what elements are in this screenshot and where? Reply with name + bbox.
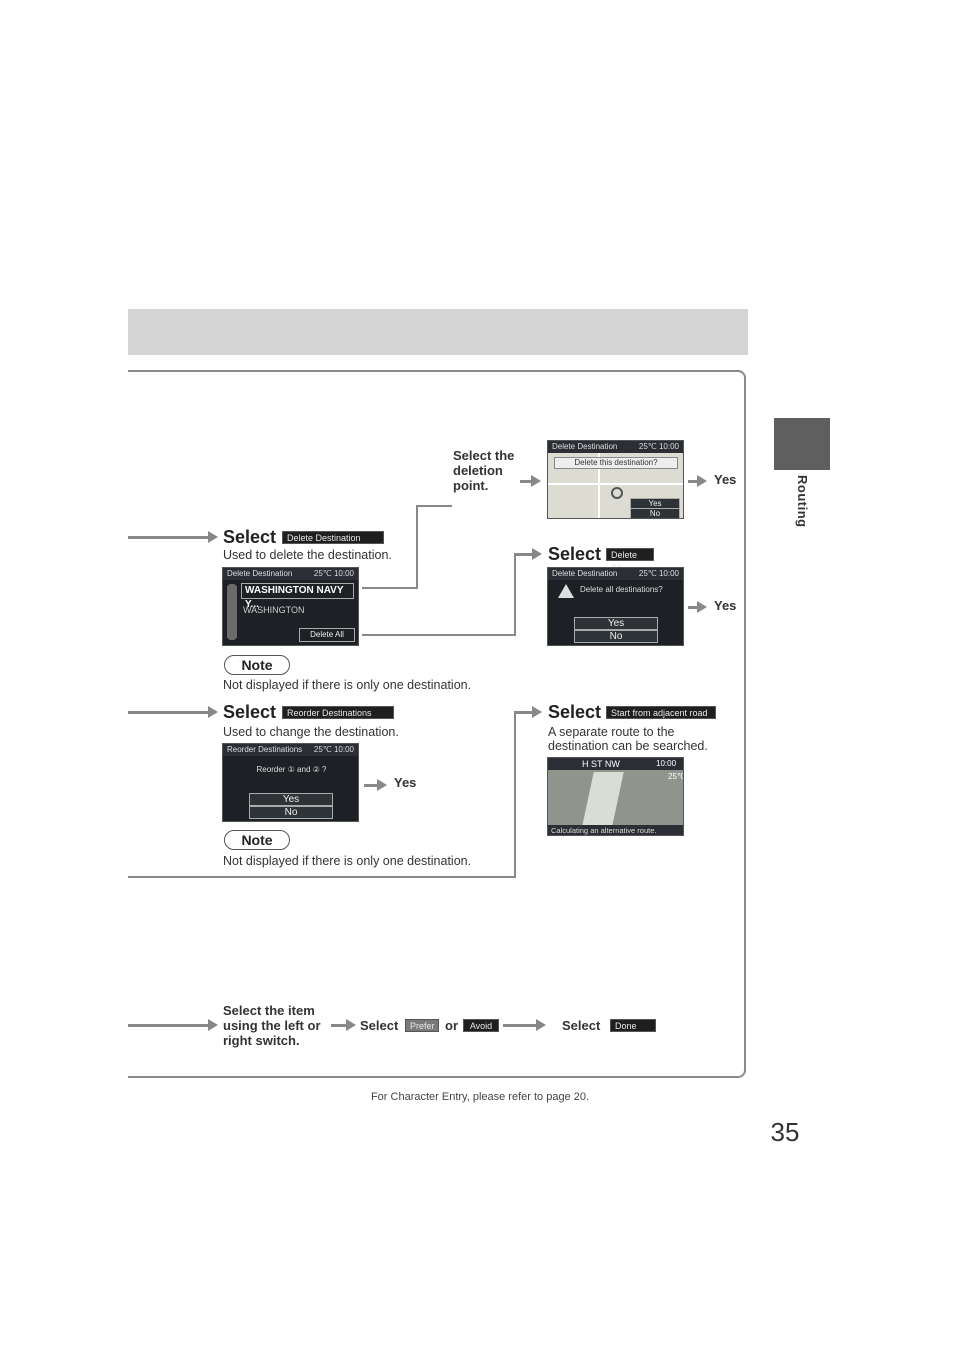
arrow-icon <box>208 1019 218 1031</box>
start-from-adjacent-road-button[interactable]: Start from adjacent road <box>606 706 716 719</box>
note-text: Not displayed if there is only one desti… <box>223 854 472 868</box>
content-panel <box>128 370 746 1078</box>
chapter-tab <box>774 418 830 470</box>
page-number: 35 <box>770 1117 800 1147</box>
alternative-route-screen: H ST NW 10:00 25℃ Calculating an alterna… <box>547 757 684 836</box>
status-message: Calculating an alternative route. <box>548 825 683 835</box>
temperature: 25℃ <box>668 772 683 781</box>
delete-destination-screen: Delete Destination 25℃ 10:00 WASHINGTON N… <box>222 567 359 646</box>
chapter-tab-label: Routing <box>795 475 810 528</box>
road <box>598 453 600 518</box>
or-label: or <box>445 1018 458 1033</box>
select-label: Select <box>223 527 277 547</box>
screen-time: 25℃ 10:00 <box>313 569 354 578</box>
screen-title: Delete Destination <box>552 442 618 451</box>
leader-line <box>514 711 534 714</box>
delete-this-destination-screen: Delete Destination 25℃ 10:00 Delete this … <box>547 440 684 519</box>
leader-line <box>688 606 698 609</box>
destination-pin-icon <box>611 487 623 499</box>
leader-line <box>331 1024 347 1027</box>
note-badge: Note <box>224 655 290 675</box>
leader-line <box>503 1024 537 1027</box>
status-bar <box>548 758 683 770</box>
delete-all-button[interactable]: Delete All <box>606 548 654 572</box>
select-label: Select <box>562 1018 601 1033</box>
no-button[interactable]: No <box>630 508 680 518</box>
connector-line <box>514 711 516 878</box>
connector-line <box>416 505 452 507</box>
destination-item-1[interactable]: WASHINGTON NAVY Y... <box>241 583 354 610</box>
leader-line <box>688 480 698 483</box>
arrow-icon <box>536 1019 546 1031</box>
leader-line <box>364 784 378 787</box>
screen-time: 25℃ 10:00 <box>638 569 679 578</box>
delete-description: Used to delete the destination. <box>223 548 392 562</box>
leader-line <box>514 553 534 556</box>
prefer-button[interactable]: Prefer <box>405 1019 439 1032</box>
arrow-icon <box>377 779 387 791</box>
road <box>548 483 683 485</box>
connector-line <box>362 587 418 589</box>
reorder-destinations-button[interactable]: Reorder Destinations <box>282 706 394 719</box>
delete-all-button[interactable]: Delete All <box>299 628 355 642</box>
screen-title: Delete Destination <box>552 569 618 578</box>
route-bar <box>227 584 237 640</box>
note-badge: Note <box>224 830 290 850</box>
yes-result: Yes <box>394 775 417 790</box>
screen-title: Delete Destination <box>227 569 293 578</box>
arrow-icon <box>208 531 218 543</box>
yes-button[interactable]: Yes <box>249 793 333 806</box>
switch-instruction: Select the item using the left or right … <box>223 1003 321 1048</box>
screen-time: 10:00 <box>656 759 677 768</box>
delete-all-destinations-screen: Delete Destination 25℃ 10:00 Delete all d… <box>547 567 684 646</box>
arrow-icon <box>531 475 541 487</box>
footer-note: For Character Entry, please refer to pag… <box>370 1091 590 1103</box>
leader-line <box>520 480 532 483</box>
connector-line <box>416 505 418 589</box>
delete-destination-button[interactable]: Delete Destination <box>282 531 384 544</box>
select-label: Select <box>548 702 602 722</box>
screen-title: Reorder Destinations <box>227 745 303 754</box>
select-label: Select <box>548 544 602 564</box>
leader-line <box>128 711 208 714</box>
section-header-bar <box>128 309 748 355</box>
warning-icon <box>558 584 574 598</box>
connector-line <box>128 876 516 878</box>
arrow-icon <box>697 601 707 613</box>
reorder-destinations-screen: Reorder Destinations 25℃ 10:00 Reorder ① … <box>222 743 359 822</box>
leader-line <box>128 536 208 539</box>
arrow-icon <box>208 706 218 718</box>
dialog-prompt: Delete all destinations? <box>580 585 663 594</box>
avoid-button[interactable]: Avoid <box>463 1019 499 1032</box>
connector-line <box>514 553 516 636</box>
arrow-icon <box>532 706 542 718</box>
arrow-icon <box>697 475 707 487</box>
destination-item-2[interactable]: WASHINGTON <box>243 605 305 615</box>
reorder-description: Used to change the destination. <box>223 725 399 739</box>
no-button[interactable]: No <box>249 806 333 819</box>
arrow-icon <box>346 1019 356 1031</box>
screen-time: 25℃ 10:00 <box>313 745 354 754</box>
screen-time: 25℃ 10:00 <box>638 442 679 451</box>
road <box>582 772 624 826</box>
street-name: H ST NW <box>582 759 620 769</box>
arrow-icon <box>532 548 542 560</box>
select-label: Select <box>223 702 277 722</box>
note-text: Not displayed if there is only one desti… <box>223 678 472 692</box>
yes-button[interactable]: Yes <box>574 617 658 630</box>
leader-line <box>128 1024 208 1027</box>
done-button[interactable]: Done <box>610 1019 656 1032</box>
dialog-prompt: Delete this destination? <box>554 457 678 469</box>
dialog-prompt: Reorder ① and ② ? <box>256 765 327 774</box>
yes-result: Yes <box>714 598 737 613</box>
yes-result: Yes <box>714 472 737 487</box>
connector-line <box>362 634 516 636</box>
deletion-point-label: Select the deletion point. <box>453 448 515 493</box>
no-button[interactable]: No <box>574 630 658 643</box>
adjacent-description: A separate route to the destination can … <box>548 725 708 753</box>
select-label: Select <box>360 1018 399 1033</box>
